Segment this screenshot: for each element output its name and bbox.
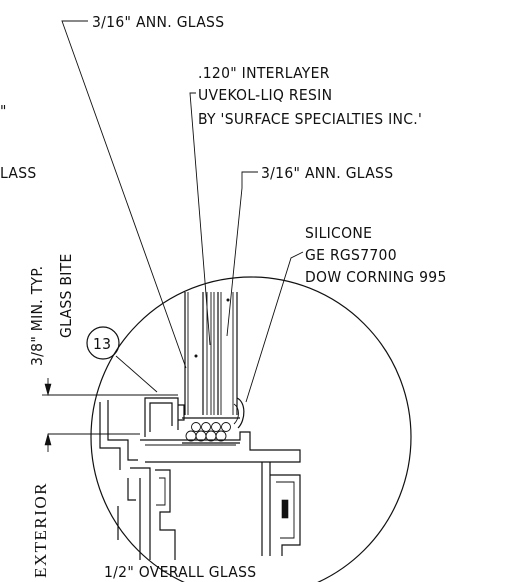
label-exterior: EXTERIOR (31, 482, 50, 578)
callout-bubble-13: 13 (86, 326, 120, 360)
label-silicone-line3: DOW CORNING 995 (305, 268, 447, 286)
label-partial-left-glass: LASS (0, 164, 37, 182)
label-inner-glass: 3/16" ANN. GLASS (261, 164, 393, 182)
label-interlayer-line1: .120" INTERLAYER (198, 64, 330, 82)
label-glass-bite: GLASS BITE (57, 253, 75, 338)
label-interlayer-line3: BY 'SURFACE SPECIALTIES INC.' (198, 110, 422, 128)
label-partial-left-top: " (0, 102, 7, 120)
leader-lines (61, 20, 304, 403)
label-top-glass: 3/16" ANN. GLASS (92, 13, 224, 31)
label-silicone-line1: SILICONE (305, 224, 372, 242)
glass-bite-dimension (42, 378, 178, 452)
frame-extrusion (99, 400, 301, 560)
label-glass-bite-dimension: 3/8" MIN. TYP. (28, 266, 46, 366)
glass-lites (184, 292, 238, 415)
label-overall-glass: 1/2" OVERALL GLASS (104, 563, 256, 581)
label-interlayer-line2: UVEKOL-LIQ RESIN (198, 86, 332, 104)
detail-circle (90, 276, 412, 582)
callout-number: 13 (93, 335, 111, 353)
glazing-pocket (144, 397, 245, 444)
label-silicone-line2: GE RGS7700 (305, 246, 397, 264)
